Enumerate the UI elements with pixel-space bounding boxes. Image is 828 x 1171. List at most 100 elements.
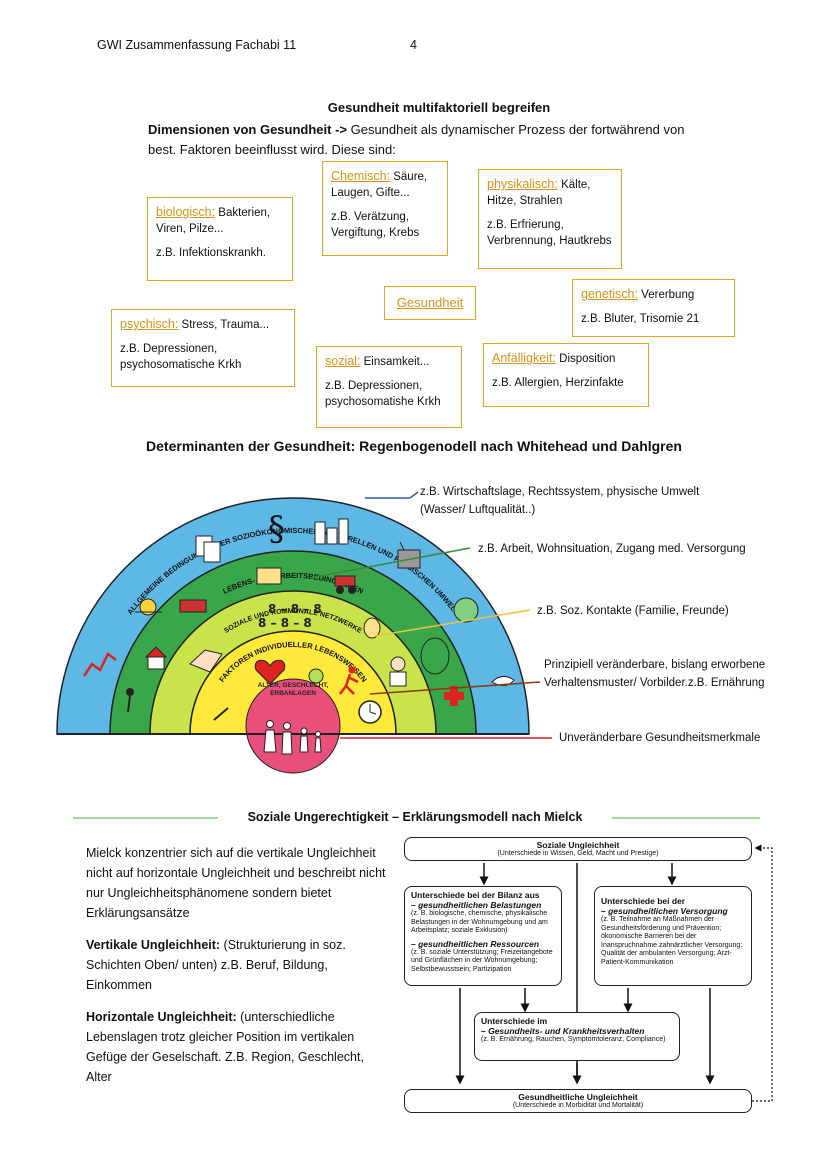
box-title: Unterschiede bei der Bilanz aus bbox=[411, 890, 540, 900]
section-title-multifaktoriell: Gesundheit multifaktoriell begreifen bbox=[327, 100, 551, 115]
divider-right bbox=[612, 817, 760, 819]
factor-key: sozial: bbox=[325, 354, 361, 368]
theater-masks-icon bbox=[363, 617, 381, 639]
svg-text:8 – 8 – 8: 8 – 8 – 8 bbox=[258, 616, 312, 630]
factor-example: z.B. Verätzung, Vergiftung, Krebs bbox=[331, 211, 420, 239]
recycling-globe-icon bbox=[453, 597, 479, 623]
box-subtitle: (Unterschiede in Morbidität und Mortalit… bbox=[512, 1102, 644, 1109]
box-subtitle-versorgung: – gesundheitlichen Versorgung bbox=[601, 906, 728, 916]
box-subtitle-belastungen: – gesundheitlichen Belastungen bbox=[411, 900, 542, 910]
intro-line2: best. Faktoren beeinflusst wird. Diese s… bbox=[148, 142, 396, 157]
annotation-4-line2: Verhaltensmuster/ Vorbilder.z.B. Ernähru… bbox=[544, 677, 765, 689]
factor-genetisch: genetisch: Vererbung z.B. Bluter, Trisom… bbox=[572, 279, 735, 337]
red-cross-icon bbox=[444, 686, 464, 706]
horizontal-text: (unterschiedliche Lebenslagen trotz glei… bbox=[86, 1010, 364, 1084]
box-subtitle-ressourcen: – gesundheitlichen Ressourcen bbox=[411, 938, 540, 949]
factor-desc: Kälte, Hitze, Strahlen bbox=[487, 179, 591, 207]
center-gesundheit: Gesundheit bbox=[384, 286, 476, 320]
section-title-mielck: Soziale Ungerechtigkeit – Erklärungsmode… bbox=[247, 810, 583, 824]
svg-text:8 – 8 – 8: 8 – 8 – 8 bbox=[268, 602, 322, 616]
mielck-box-soziale-ungleichheit: Soziale Ungleichheit (Unterschiede in Wi… bbox=[404, 837, 752, 861]
factor-example: z.B. Allergien, Herzinfakte bbox=[492, 377, 624, 389]
mielck-box-gesundheitliche-ungleichheit: Gesundheitliche Ungleichheit (Unterschie… bbox=[404, 1089, 752, 1113]
paragraph-horizontal: Horizontale Ungleichheit: (unterschiedli… bbox=[86, 1007, 391, 1087]
box-text-ressourcen: (z. B. soziale Unterstützung; Freizeitan… bbox=[411, 948, 553, 973]
tractor-icon bbox=[334, 575, 356, 594]
annotation-1: z.B. Wirtschaftslage, Rechtssystem, phys… bbox=[420, 483, 699, 519]
intro-rest: Gesundheit als dynamischer Prozess der f… bbox=[347, 122, 685, 137]
city-buildings-icon bbox=[314, 518, 349, 545]
factor-physikalisch: physikalisch: Kälte, Hitze, Strahlen z.B… bbox=[478, 169, 622, 269]
house-icon bbox=[144, 646, 168, 670]
network-people-icon: 8 – 8 – 88 – 8 – 8 bbox=[258, 602, 322, 630]
box-subtitle: (Unterschiede in Wissen, Geld, Macht und… bbox=[497, 850, 659, 857]
box-title: Soziale Ungleichheit bbox=[536, 840, 620, 850]
connector-line-4 bbox=[369, 681, 541, 695]
factor-sozial: sozial: Einsamkeit... z.B. Depressionen,… bbox=[316, 346, 462, 428]
box-text-verhalten: (z. B. Ernährung, Rauchen, Symptomtolera… bbox=[481, 1036, 666, 1043]
train-icon bbox=[179, 599, 207, 613]
factor-desc: Bakterien, Viren, Pilze... bbox=[156, 207, 271, 235]
horizontal-term: Horizontale Ungleichheit: bbox=[86, 1010, 237, 1024]
mielck-box-versorgung: Unterschiede bei der – gesundheitlichen … bbox=[594, 886, 752, 986]
box-text-belastungen: (z. B. biologische, chemische, physikali… bbox=[411, 910, 548, 934]
connector-line-3 bbox=[374, 609, 531, 637]
health-sign-icon bbox=[420, 637, 450, 675]
factor-key: psychisch: bbox=[120, 317, 179, 331]
annotation-5: Unveränderbare Gesundheitsmerkmale bbox=[559, 732, 761, 744]
factor-desc: Vererbung bbox=[637, 289, 695, 301]
worker-shovel-icon bbox=[126, 688, 134, 713]
box-subtitle-verhalten: – Gesundheits- und Krankheitsverhalten bbox=[481, 1026, 645, 1036]
vertikal-term: Vertikale Ungleichheit: bbox=[86, 938, 221, 952]
page-number: 4 bbox=[410, 38, 417, 52]
factor-psychisch: psychisch: Stress, Trauma... z.B. Depres… bbox=[111, 309, 295, 387]
fruit-icon bbox=[308, 668, 324, 684]
factor-chemisch: Chemisch: Säure, Laugen, Gifte... z.B. V… bbox=[322, 161, 448, 256]
factor-key: physikalisch: bbox=[487, 177, 558, 191]
heart-icon bbox=[254, 659, 286, 685]
annotation-2: z.B. Arbeit, Wohnsituation, Zugang med. … bbox=[478, 543, 746, 555]
box-title: Unterschiede bei der bbox=[601, 896, 686, 906]
factor-desc: Stress, Trauma... bbox=[178, 319, 270, 331]
clock-icon bbox=[358, 700, 382, 724]
factor-key: Chemisch: bbox=[331, 169, 391, 183]
rainbow-model-diagram: ALLGEMEINE BEDINGUNGEN DER SOZIOÖKONOMIS… bbox=[56, 491, 552, 774]
factor-example: z.B. Depressionen, psychosomatishe Krkh bbox=[325, 380, 441, 408]
mielck-box-bilanz: Unterschiede bei der Bilanz aus – gesund… bbox=[404, 886, 562, 986]
paragraph-mielck: Mielck konzentrier sich auf die vertikal… bbox=[86, 846, 386, 920]
document-title: GWI Zusammenfassung Fachabi 11 bbox=[97, 38, 297, 52]
tools-icon bbox=[213, 707, 229, 721]
box-text-versorgung: (z. B. Teilnahme an Maßnahmen der Gesund… bbox=[601, 916, 743, 966]
paragraph-vertikal: Vertikale Ungleichheit: (Strukturierung … bbox=[86, 935, 371, 995]
annotation-4: Prinzipiell veränderbare, bislang erworb… bbox=[544, 656, 765, 692]
book-icon bbox=[256, 567, 282, 585]
sunset-icon bbox=[135, 598, 162, 616]
factor-example: z.B. Depressionen, psychosomatische Krkh bbox=[120, 343, 242, 371]
factor-key: genetisch: bbox=[581, 287, 638, 301]
factor-desc: Disposition bbox=[555, 353, 616, 365]
divider-left bbox=[73, 817, 218, 819]
trend-chart-icon bbox=[82, 652, 117, 677]
documents-icon bbox=[195, 535, 221, 563]
connector-line-2 bbox=[309, 547, 471, 579]
paragraph-law-icon: § bbox=[268, 509, 285, 549]
factor-desc: Säure, Laugen, Gifte... bbox=[331, 171, 428, 199]
intro-text: Dimensionen von Gesundheit -> Gesundheit… bbox=[148, 120, 748, 160]
factor-biologisch: biologisch: Bakterien, Viren, Pilze... z… bbox=[147, 197, 293, 281]
running-person-icon bbox=[339, 666, 359, 695]
factor-example: z.B. Bluter, Trisomie 21 bbox=[581, 313, 700, 325]
section-title-regenbogen: Determinanten der Gesundheit: Regenbogen… bbox=[146, 438, 682, 454]
annotation-4-line1: Prinzipiell veränderbare, bislang erworb… bbox=[544, 659, 766, 671]
mielck-box-verhalten: Unterschiede im – Gesundheits- und Krank… bbox=[474, 1012, 680, 1061]
box-title: Unterschiede im bbox=[481, 1016, 548, 1026]
intro-bold: Dimensionen von Gesundheit -> bbox=[148, 122, 347, 137]
box-title: Gesundheitliche Ungleichheit bbox=[518, 1092, 638, 1102]
factor-desc: Einsamkeit... bbox=[360, 356, 430, 368]
vertikal-text: (Strukturierung in soz. Schichten Oben/ … bbox=[86, 938, 346, 992]
annotation-3: z.B. Soz. Kontakte (Familie, Freunde) bbox=[537, 605, 729, 617]
doctor-icon bbox=[389, 656, 407, 687]
factor-key: Anfälligkeit: bbox=[492, 351, 556, 365]
annotation-1-line1: z.B. Wirtschaftslage, Rechtssystem, phys… bbox=[420, 486, 700, 498]
factor-example: z.B. Erfrierung, Verbrennung, Hautkrebs bbox=[487, 219, 612, 247]
